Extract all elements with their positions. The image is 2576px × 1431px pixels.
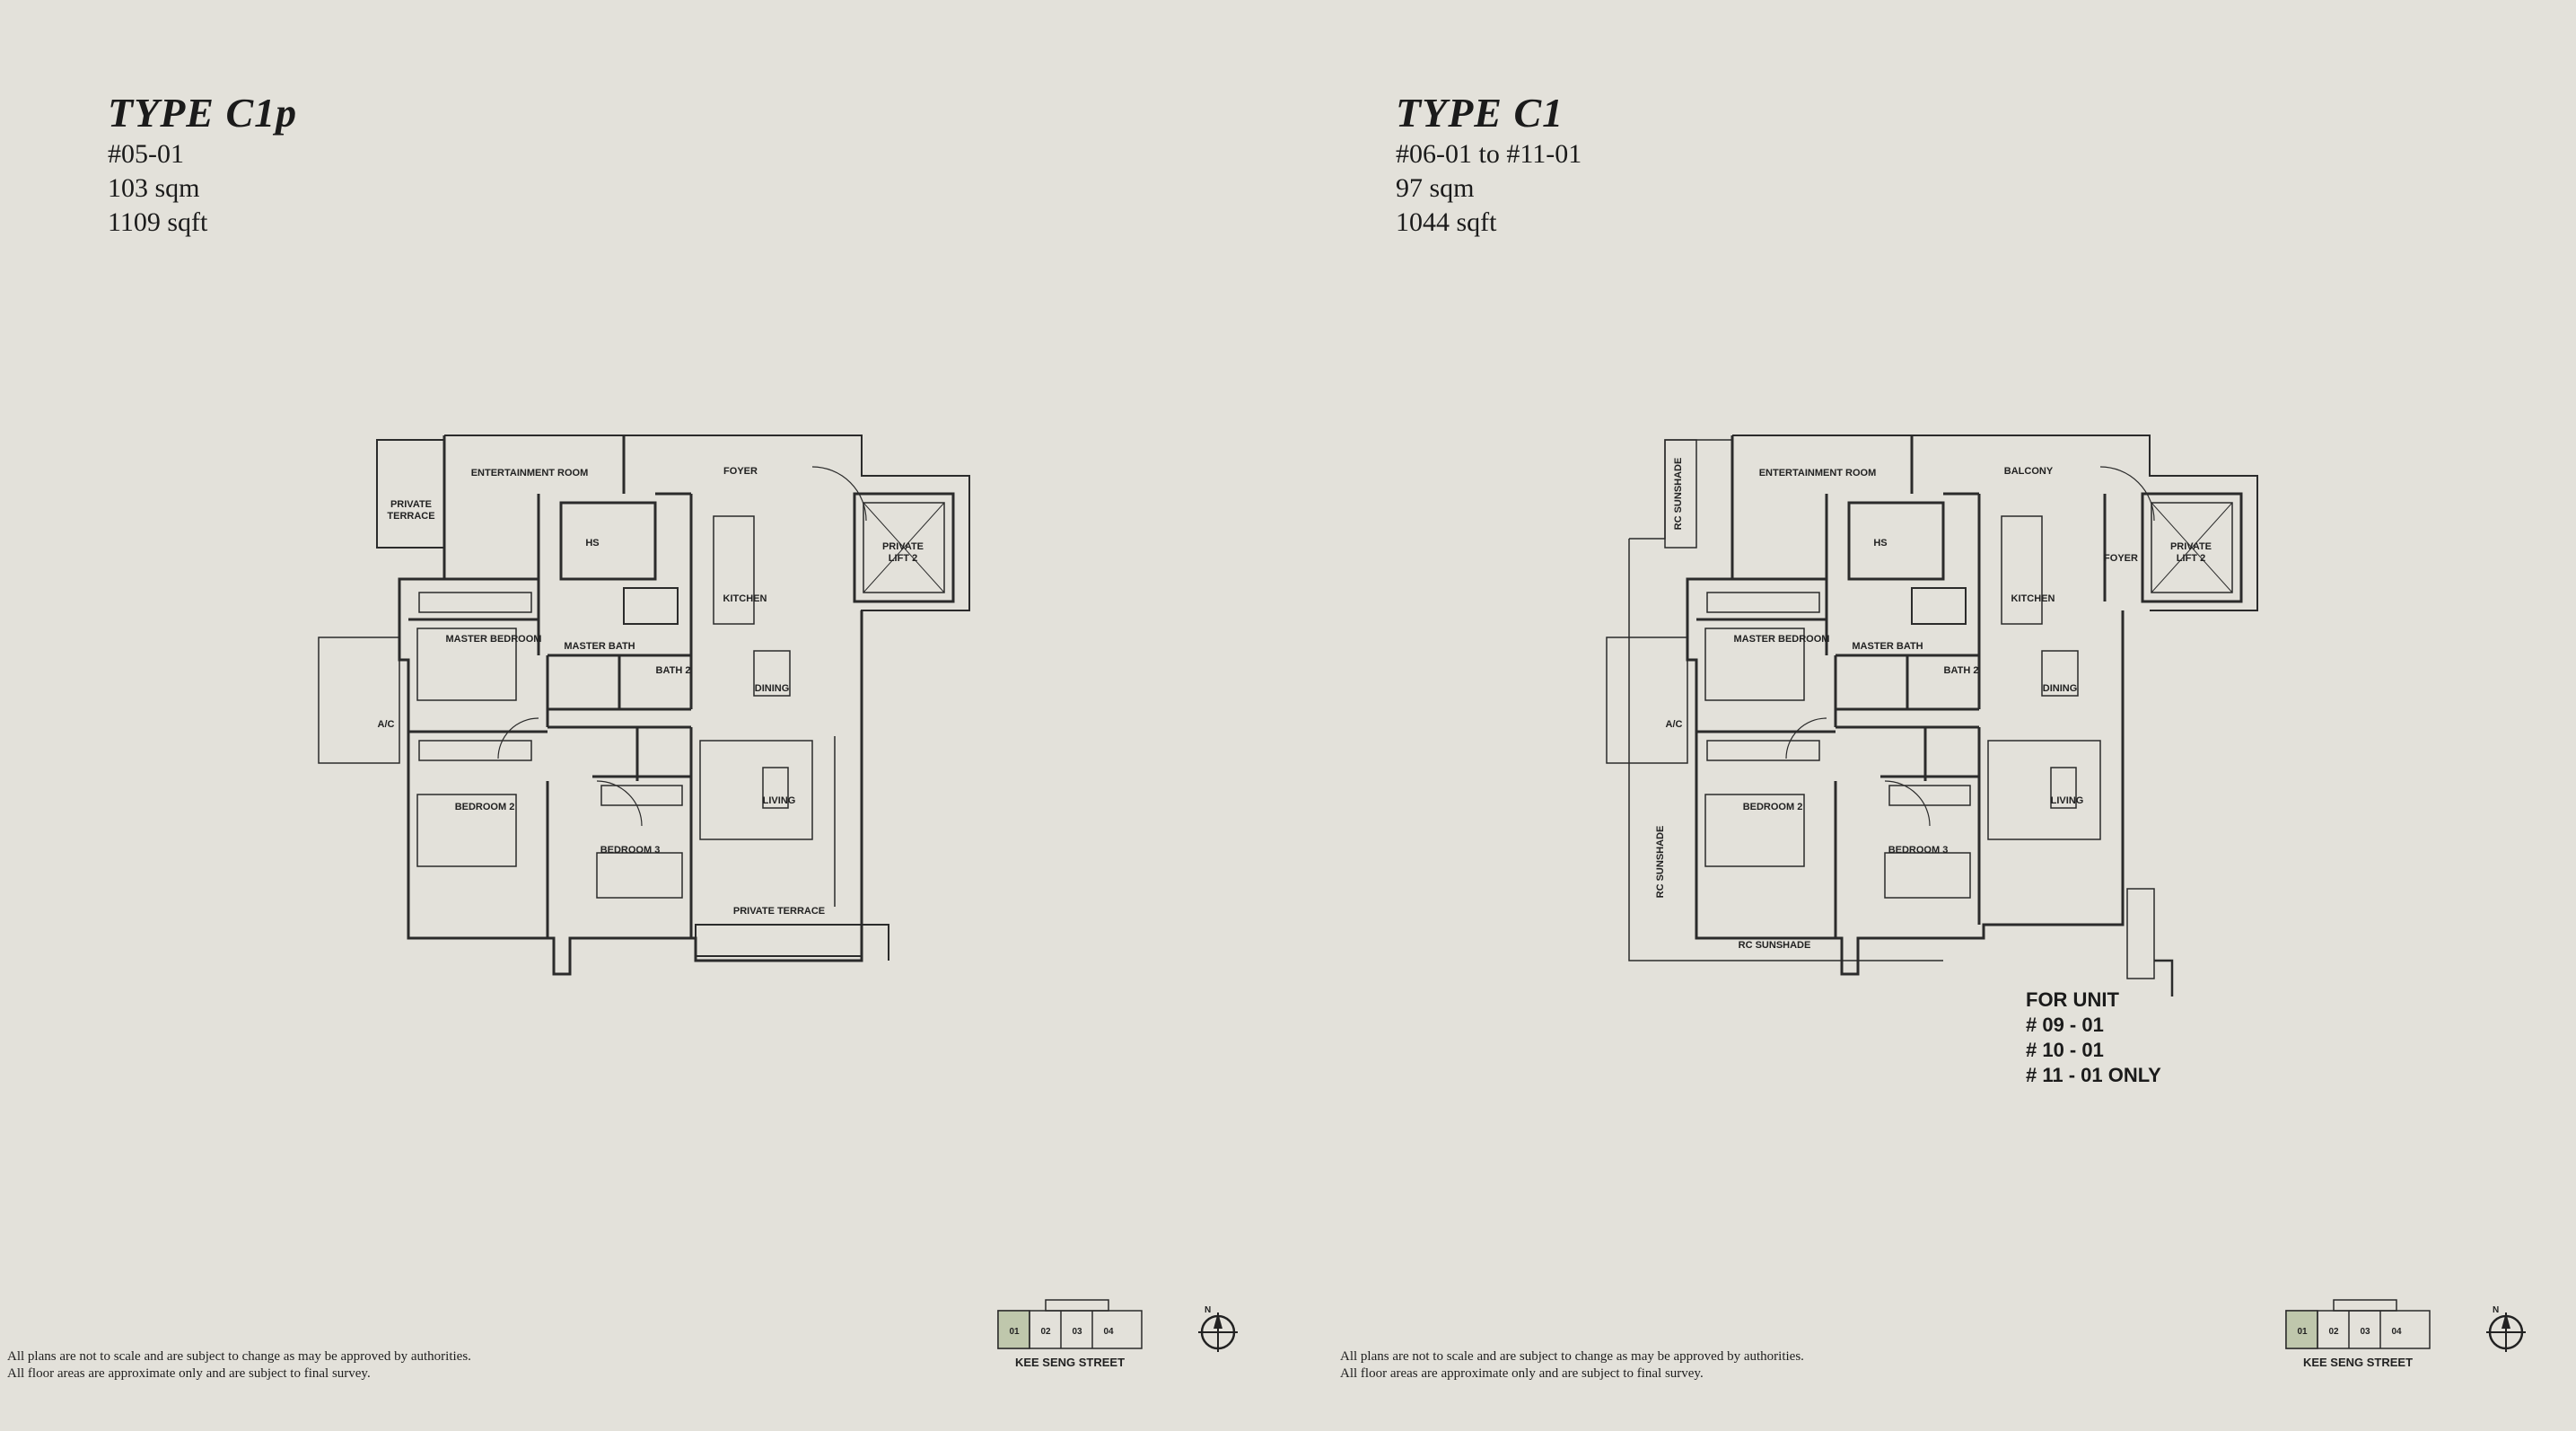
room-label: PRIVATE TERRACE: [733, 906, 825, 917]
unit-note-line: # 10 - 01: [2026, 1039, 2104, 1061]
north-label: N: [2493, 1305, 2499, 1315]
disclaimer: All plans are not to scale and are subje…: [7, 1348, 471, 1383]
key-plan-unit: 04: [2391, 1327, 2402, 1337]
room-label: A/C: [378, 719, 395, 730]
room-label: ENTERTAINMENT ROOM: [471, 468, 589, 478]
north-label: N: [1205, 1305, 1211, 1315]
disclaimer-line-2: All floor areas are approximate only and…: [7, 1366, 371, 1381]
room-label: FOYER: [723, 466, 758, 477]
room-label: KITCHEN: [2011, 593, 2055, 604]
key-plan-unit: 01: [1009, 1327, 1020, 1337]
floor-plan-panel-c1p: TYPE C1p #05-01 103 sqm 1109 sqft: [7, 90, 1238, 1383]
key-plan-street: KEE SENG STREET: [2303, 1356, 2413, 1369]
floor-plan-panel-c1: TYPE C1 #06-01 to #11-01 97 sqm 1044 sqf…: [1288, 0, 2576, 1431]
key-plan: 01 02 03 04 KEE SENG STREET: [997, 1299, 1143, 1369]
north-arrow-icon: N: [2486, 1305, 2526, 1352]
area-sqm: 97 sqm: [1396, 172, 1475, 203]
area-sqft: 1044 sqft: [1396, 206, 1497, 237]
key-plan-unit: 02: [2328, 1327, 2339, 1337]
room-label: FOYER: [2104, 553, 2138, 564]
room-label: LIFT 2: [2177, 553, 2205, 564]
unit-numbers: #06-01 to #11-01: [1396, 138, 1582, 169]
key-plan-unit: 04: [1103, 1327, 1114, 1337]
room-label: RC SUNSHADE: [1655, 826, 1666, 899]
room-label: DINING: [755, 683, 790, 694]
key-plan-street: KEE SENG STREET: [1015, 1356, 1125, 1369]
room-label: MASTER BEDROOM: [1734, 634, 1830, 645]
unit-note-line: FOR UNIT: [2026, 988, 2119, 1011]
room-label: HS: [1873, 538, 1887, 549]
room-label: HS: [585, 538, 599, 549]
unit-note-line: # 09 - 01: [2026, 1014, 2104, 1036]
room-label: PRIVATE: [390, 499, 432, 510]
room-label: MASTER BEDROOM: [446, 634, 542, 645]
room-label: BEDROOM 2: [455, 802, 515, 812]
room-label: BATH 2: [656, 665, 691, 676]
room-label: RC SUNSHADE: [1739, 940, 1811, 951]
room-label: LIVING: [763, 795, 796, 806]
disclaimer-line-1: All plans are not to scale and are subje…: [1340, 1349, 1804, 1364]
unit-note-line: # 11 - 01 ONLY: [2026, 1064, 2161, 1086]
room-label: KITCHEN: [723, 593, 767, 604]
key-plan-unit: 03: [1072, 1327, 1082, 1337]
room-label: RC SUNSHADE: [1673, 458, 1684, 531]
key-plan-unit: 02: [1040, 1327, 1051, 1337]
room-label: PRIVATE: [2170, 541, 2212, 552]
unit-header: TYPE C1p #05-01 103 sqm 1109 sqft: [108, 90, 297, 240]
unit-note: FOR UNIT # 09 - 01 # 10 - 01 # 11 - 01 O…: [2026, 988, 2161, 1088]
unit-type-title: TYPE C1: [1396, 90, 1564, 136]
key-plan-unit: 03: [2360, 1327, 2370, 1337]
room-label: BEDROOM 3: [600, 845, 661, 856]
floor-plan-drawing: RC SUNSHADE ENTERTAINMENT ROOM BALCONY H…: [1606, 435, 2258, 996]
unit-type-title: TYPE C1p: [108, 90, 298, 136]
disclaimer-line-1: All plans are not to scale and are subje…: [7, 1349, 471, 1364]
room-label: BEDROOM 3: [1888, 845, 1949, 856]
room-label: DINING: [2043, 683, 2078, 694]
room-label: BALCONY: [2004, 466, 2054, 477]
floor-plan-drawing: PRIVATE TERRACE ENTERTAINMENT ROOM FOYER…: [318, 435, 970, 976]
room-label: PRIVATE: [882, 541, 924, 552]
room-label: TERRACE: [387, 511, 434, 522]
unit-numbers: #05-01: [108, 138, 184, 169]
area-sqm: 103 sqm: [108, 172, 200, 203]
disclaimer: All plans are not to scale and are subje…: [1340, 1348, 1804, 1383]
disclaimer-line-2: All floor areas are approximate only and…: [1340, 1366, 1704, 1381]
key-plan-unit: 01: [2297, 1327, 2308, 1337]
room-label: LIVING: [2051, 795, 2084, 806]
room-label: MASTER BATH: [564, 641, 635, 652]
key-plan: 01 02 03 04 KEE SENG STREET: [2285, 1299, 2431, 1369]
room-label: BATH 2: [1944, 665, 1979, 676]
room-label: LIFT 2: [889, 553, 917, 564]
room-label: MASTER BATH: [1852, 641, 1923, 652]
room-label: A/C: [1666, 719, 1683, 730]
room-label: BEDROOM 2: [1743, 802, 1803, 812]
room-label: ENTERTAINMENT ROOM: [1759, 468, 1877, 478]
north-arrow-icon: N: [1198, 1305, 1238, 1352]
key-plan-highlight-unit: [997, 1310, 1030, 1349]
unit-header: TYPE C1 #06-01 to #11-01 97 sqm 1044 sqf…: [1396, 90, 1582, 240]
area-sqft: 1109 sqft: [108, 206, 208, 237]
